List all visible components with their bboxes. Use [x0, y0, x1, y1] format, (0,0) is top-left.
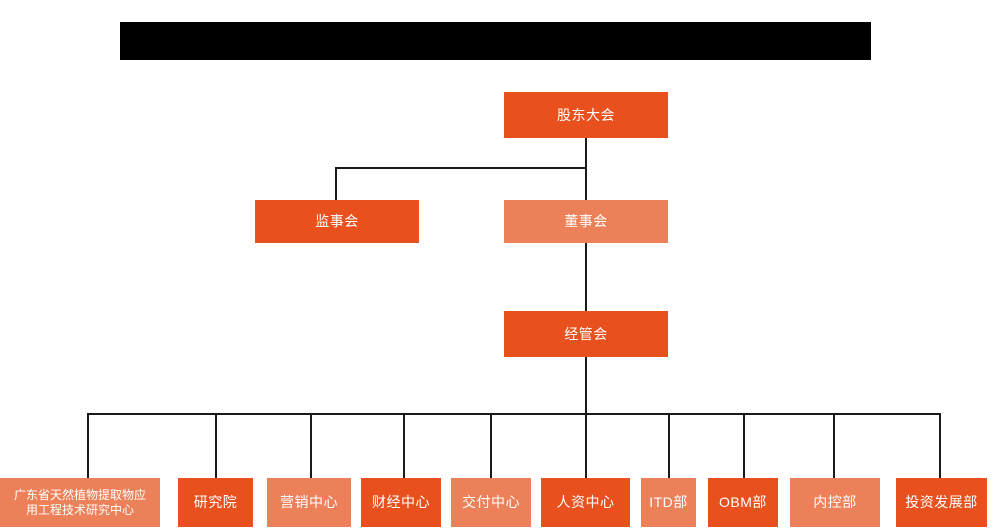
node-label: 人资中心	[556, 494, 615, 510]
node-research-institute[interactable]: 研究院	[178, 478, 253, 527]
node-label: 交付中心	[462, 494, 520, 510]
node-board-of-directors[interactable]: 董事会	[504, 200, 668, 243]
connector-drop-marketing-center	[310, 413, 312, 478]
connector-drop-delivery-center	[490, 413, 492, 478]
node-label: 投资发展部	[905, 494, 978, 510]
node-itd-department[interactable]: ITD部	[641, 478, 696, 527]
node-label: 股东大会	[557, 106, 615, 123]
node-label: 经管会	[564, 325, 608, 342]
node-label: 研究院	[193, 494, 238, 510]
connector-drop-internal-control	[833, 413, 835, 478]
connector-shareholders-down	[585, 138, 587, 168]
node-label-line-2: 用工程技术研究中心	[25, 502, 134, 517]
connector-supervisors-drop	[335, 167, 337, 200]
connector-directors-drop	[585, 167, 587, 200]
connector-directors-to-management	[585, 243, 587, 311]
node-label: 内控部	[813, 494, 857, 510]
connector-drop-finance-center	[403, 413, 405, 478]
connector-drop-obm-department	[743, 413, 745, 478]
node-management-committee[interactable]: 经管会	[504, 311, 668, 357]
connector-drop-research-center	[87, 413, 89, 478]
connector-drop-investment-development	[939, 413, 941, 478]
node-label: 营销中心	[280, 494, 338, 510]
node-research-center[interactable]: 广东省天然植物提取物应 用工程技术研究中心	[0, 478, 160, 527]
node-shareholders-meeting[interactable]: 股东大会	[504, 92, 668, 138]
node-board-of-supervisors[interactable]: 监事会	[255, 200, 419, 243]
connector-drop-research-institute	[215, 413, 217, 478]
node-label: 广东省天然植物提取物应 用工程技术研究中心	[14, 488, 146, 518]
node-label: OBM部	[719, 494, 767, 510]
node-obm-department[interactable]: OBM部	[708, 478, 778, 527]
connector-management-down	[585, 357, 587, 414]
node-delivery-center[interactable]: 交付中心	[451, 478, 531, 527]
redacted-title-text	[120, 22, 871, 60]
node-label-line-1: 广东省天然植物提取物应	[13, 487, 146, 502]
node-marketing-center[interactable]: 营销中心	[267, 478, 351, 527]
connector-drop-itd-department	[668, 413, 670, 478]
node-finance-center[interactable]: 财经中心	[361, 478, 441, 527]
connector-level2-bus	[335, 167, 587, 169]
node-internal-control-department[interactable]: 内控部	[790, 478, 880, 527]
node-label: 财经中心	[372, 494, 430, 510]
node-label: 董事会	[564, 213, 608, 229]
node-label: ITD部	[649, 494, 688, 510]
node-hr-center[interactable]: 人资中心	[541, 478, 630, 527]
redacted-title-bar	[120, 22, 871, 60]
node-investment-development-department[interactable]: 投资发展部	[896, 478, 987, 527]
node-label: 监事会	[315, 213, 359, 229]
connector-department-bus	[87, 413, 941, 415]
connector-drop-hr-center	[585, 413, 587, 478]
